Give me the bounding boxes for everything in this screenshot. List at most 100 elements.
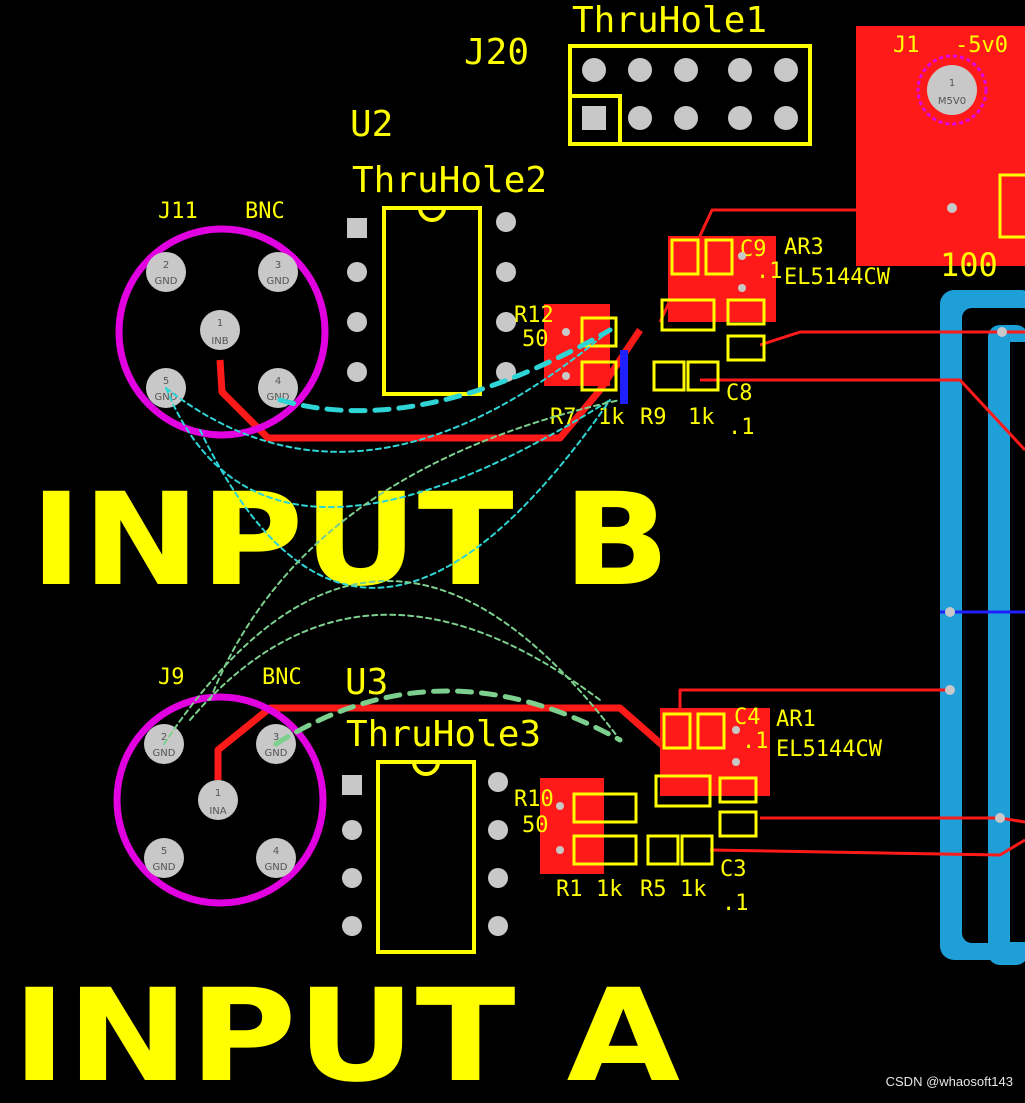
r5-label: R5 [640,877,667,902]
j9-label: J9 [158,665,185,690]
ar1-pad-frame [662,712,692,750]
ratsnest-line [209,399,621,701]
ratsnest-line [199,399,611,589]
c8-pad-frame [726,334,766,362]
j20-pad [628,106,652,130]
j11-pad-net: GND [267,276,290,287]
j9-pad [256,838,296,878]
j11-bnc-connector: J11 BNC 2 GND 3 GND 1 INB 5 GND 4 GND [115,199,329,439]
j1-label: J1 [893,33,920,58]
j11-pad-net: GND [155,276,178,287]
j11-pad [200,310,240,350]
r5-pad-frame [646,834,680,866]
j11-pad-num: 5 [163,376,169,387]
r9-label: R9 [640,405,667,430]
ar1-body [654,774,712,808]
smd-pad-dot [945,607,955,617]
j20-pad [582,58,606,82]
ratsnest-line [165,387,611,509]
j1-pad-ring [916,54,988,126]
j11-pad-num: 2 [163,260,169,271]
ratsnest-line [165,329,611,453]
ratsnest-lines [163,327,623,747]
j9-pad [198,780,238,820]
u3-label: U3 [345,662,388,703]
smd-pad-dot [738,252,746,260]
r7-pad-frame [580,360,618,392]
ar1-label: AR1 [776,707,816,732]
u3-pad [342,868,362,888]
j20-pad [774,106,798,130]
j11-label: J11 [158,199,198,224]
ar1-smd-cluster: C4 .1 AR1 EL5144CW R10 50 R1 1k R5 1k C3… [514,705,883,916]
ar3-pad-frame [726,298,766,326]
u2-pad [347,312,367,332]
c9-value: .1 [756,259,783,284]
j11-pad [258,252,298,292]
j20-pad-square [582,106,606,130]
u2-pad [496,262,516,282]
j9-bnc-connector: J9 BNC 2 GND 3 GND 1 INA 5 GND 4 GND [113,665,327,907]
input-a-title: INPUT A [12,962,680,1103]
ar3-pad-frame [704,238,734,276]
j1-pad-net: M5V0 [938,96,966,107]
trace-ar1-out2 [709,838,1025,857]
smd-pad-dot [562,372,570,380]
u3-pad [342,916,362,936]
j9-pad-net: GND [265,862,288,873]
j20-pin1-box [568,94,622,146]
j11-pad-num: 3 [275,260,281,271]
c8-value: .1 [728,415,755,440]
u2-body-outline [382,206,482,396]
u3-pad [488,820,508,840]
j1-value-label: -5v0 [955,33,1008,58]
smd-pad-dot [732,758,740,766]
j1-mount-hole [947,203,957,213]
thruhole3-label: ThruHole3 [346,714,541,755]
j11-pad [258,368,298,408]
c4-label: C4 [734,705,761,730]
j20-pad [774,58,798,82]
ar3-body [660,298,716,332]
smd-pad-dot [997,327,1007,337]
j9-pad-net: GND [153,862,176,873]
r9-pad-frame [652,360,686,392]
u2-pad [347,262,367,282]
u2-pad [496,312,516,332]
j11-bnc-label: BNC [245,199,285,224]
smd-pad-dot [556,802,564,810]
j20-pad [728,106,752,130]
ar1-part-label: EL5144CW [776,737,883,762]
u3-pad [342,820,362,840]
u3-pad [488,772,508,792]
r10-label: R10 [514,787,554,812]
j9-pad-num: 5 [161,846,167,857]
smd-pad-dot [995,813,1005,823]
u2-label: U2 [350,104,393,145]
u3-dip-footprint: U3 ThruHole3 [342,662,541,954]
j9-pad-num: 1 [215,788,221,799]
j20-pad [674,106,698,130]
c3-label: C3 [720,857,747,882]
u3-pad [488,916,508,936]
u3-notch [412,761,440,776]
c3-pad-frame [718,810,758,838]
ar1-pad-frame [696,712,726,750]
r1-pad-frame [572,834,638,866]
r5-value: 1k [680,877,707,902]
r5-pad-frame [680,834,714,866]
r1-label: R1 [556,877,583,902]
smd-pad-dot [562,328,570,336]
r9-pad-frame [686,360,720,392]
r12-pad-frame [580,316,618,348]
j9-pad-num: 3 [273,732,279,743]
value-100-label: 100 [940,246,998,284]
via-column [620,350,628,404]
trace-ar3-out1 [759,330,1025,347]
j20-label: J20 [464,32,529,73]
j20-pad [674,58,698,82]
r12-value: 50 [522,327,549,352]
smd-pad-dot [738,284,746,292]
u3-pin1-pad [342,775,362,795]
j11-pad-net: INB [211,336,228,347]
